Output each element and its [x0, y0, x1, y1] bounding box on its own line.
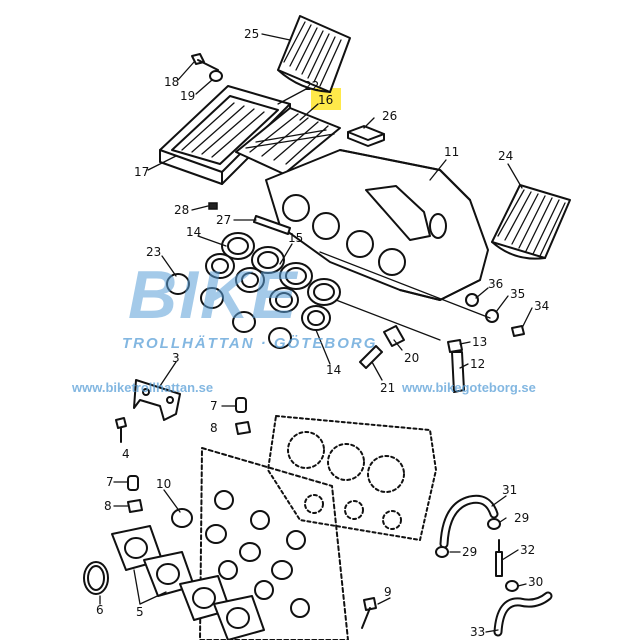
part-24-boot [491, 184, 571, 260]
callout-22: 22 [304, 79, 319, 93]
callout-36: 36 [488, 277, 503, 291]
part-21-pipe [359, 345, 383, 369]
callout-17: 17 [134, 165, 149, 179]
part-8-nut-upper [235, 421, 251, 435]
part-26-bracket [347, 125, 385, 147]
callout-8-lower: 8 [104, 499, 112, 513]
callout-16: 16 [318, 93, 333, 107]
callout-28: 28 [174, 203, 189, 217]
part-34-bolt [511, 325, 525, 337]
part-28-screw [208, 202, 218, 210]
part-36-nut [465, 293, 479, 307]
callout-9: 9 [384, 585, 392, 599]
part-29-clip-lower [435, 546, 449, 558]
part-3-bracket [133, 379, 181, 421]
leader-lines [99, 33, 533, 633]
part-18-bolt [191, 53, 219, 71]
part-4-screw [115, 417, 127, 443]
part-19-washer [209, 70, 223, 82]
callout-labels: 25 18 19 22 16 26 11 17 24 28 27 14 15 2… [96, 27, 549, 639]
part-22-filter-element [235, 107, 341, 175]
part-31-hose [439, 494, 499, 549]
callout-19: 19 [180, 89, 195, 103]
part-7-cap-lower [127, 475, 139, 491]
callout-29-lower: 29 [462, 545, 477, 559]
callout-27: 27 [216, 213, 231, 227]
part-9-bolt [361, 597, 377, 629]
callout-30: 30 [528, 575, 543, 589]
part-20-joint [383, 325, 405, 347]
callout-11: 11 [444, 145, 459, 159]
callout-18: 18 [164, 75, 179, 89]
callout-15: 15 [288, 231, 303, 245]
watermark-url-right: www.bikegoteborg.se [401, 380, 536, 395]
part-15-intake-joint-group [269, 262, 341, 331]
highlight-box [311, 88, 341, 110]
callout-20: 20 [404, 351, 419, 365]
watermark-tagline: TROLLHÄTTAN · GÖTEBORG [122, 335, 377, 352]
callout-34: 34 [534, 299, 549, 313]
callout-4: 4 [122, 447, 130, 461]
watermark-brand: BIKE [128, 257, 299, 333]
callout-14-lower: 14 [326, 363, 341, 377]
part-8-nut-lower [127, 499, 143, 513]
part-14-intake-joint-group [205, 232, 285, 293]
callout-24: 24 [498, 149, 513, 163]
watermark: BIKE TROLLHÄTTAN · GÖTEBORG www.biketrol… [71, 257, 536, 395]
part-6-o-ring [83, 561, 109, 595]
part-11-air-box [265, 149, 489, 301]
part-7-cap-upper [235, 397, 247, 413]
callout-7-lower: 7 [106, 475, 114, 489]
callout-8-upper: 8 [210, 421, 218, 435]
callout-32: 32 [520, 543, 535, 557]
callout-23: 23 [146, 245, 161, 259]
callout-6: 6 [96, 603, 104, 617]
carburetor-body [267, 415, 437, 541]
part-12-hose [451, 351, 465, 393]
part-29-clip-upper [487, 518, 501, 530]
callout-25: 25 [244, 27, 259, 41]
callout-7-upper: 7 [210, 399, 218, 413]
part-23-clamps [166, 273, 292, 349]
part-13-nut [447, 339, 463, 353]
part-33-hose [493, 591, 553, 637]
callout-14-upper: 14 [186, 225, 201, 239]
part-5-joints [111, 525, 265, 640]
callout-35: 35 [510, 287, 525, 301]
callout-3: 3 [172, 351, 180, 365]
callout-33: 33 [470, 625, 485, 639]
callout-10: 10 [156, 477, 171, 491]
part-10-clamps [171, 508, 293, 580]
callout-21: 21 [380, 381, 395, 395]
part-25-boot [277, 15, 351, 93]
callout-13: 13 [472, 335, 487, 349]
callout-31: 31 [502, 483, 517, 497]
callout-26: 26 [382, 109, 397, 123]
part-30-clip [505, 580, 519, 592]
manifold-plate [199, 447, 349, 640]
part-32-fitting [495, 539, 503, 577]
callout-12: 12 [470, 357, 485, 371]
watermark-url-left: www.biketrollhattan.se [71, 380, 213, 395]
callout-5: 5 [136, 605, 144, 619]
callout-29-upper: 29 [514, 511, 529, 525]
